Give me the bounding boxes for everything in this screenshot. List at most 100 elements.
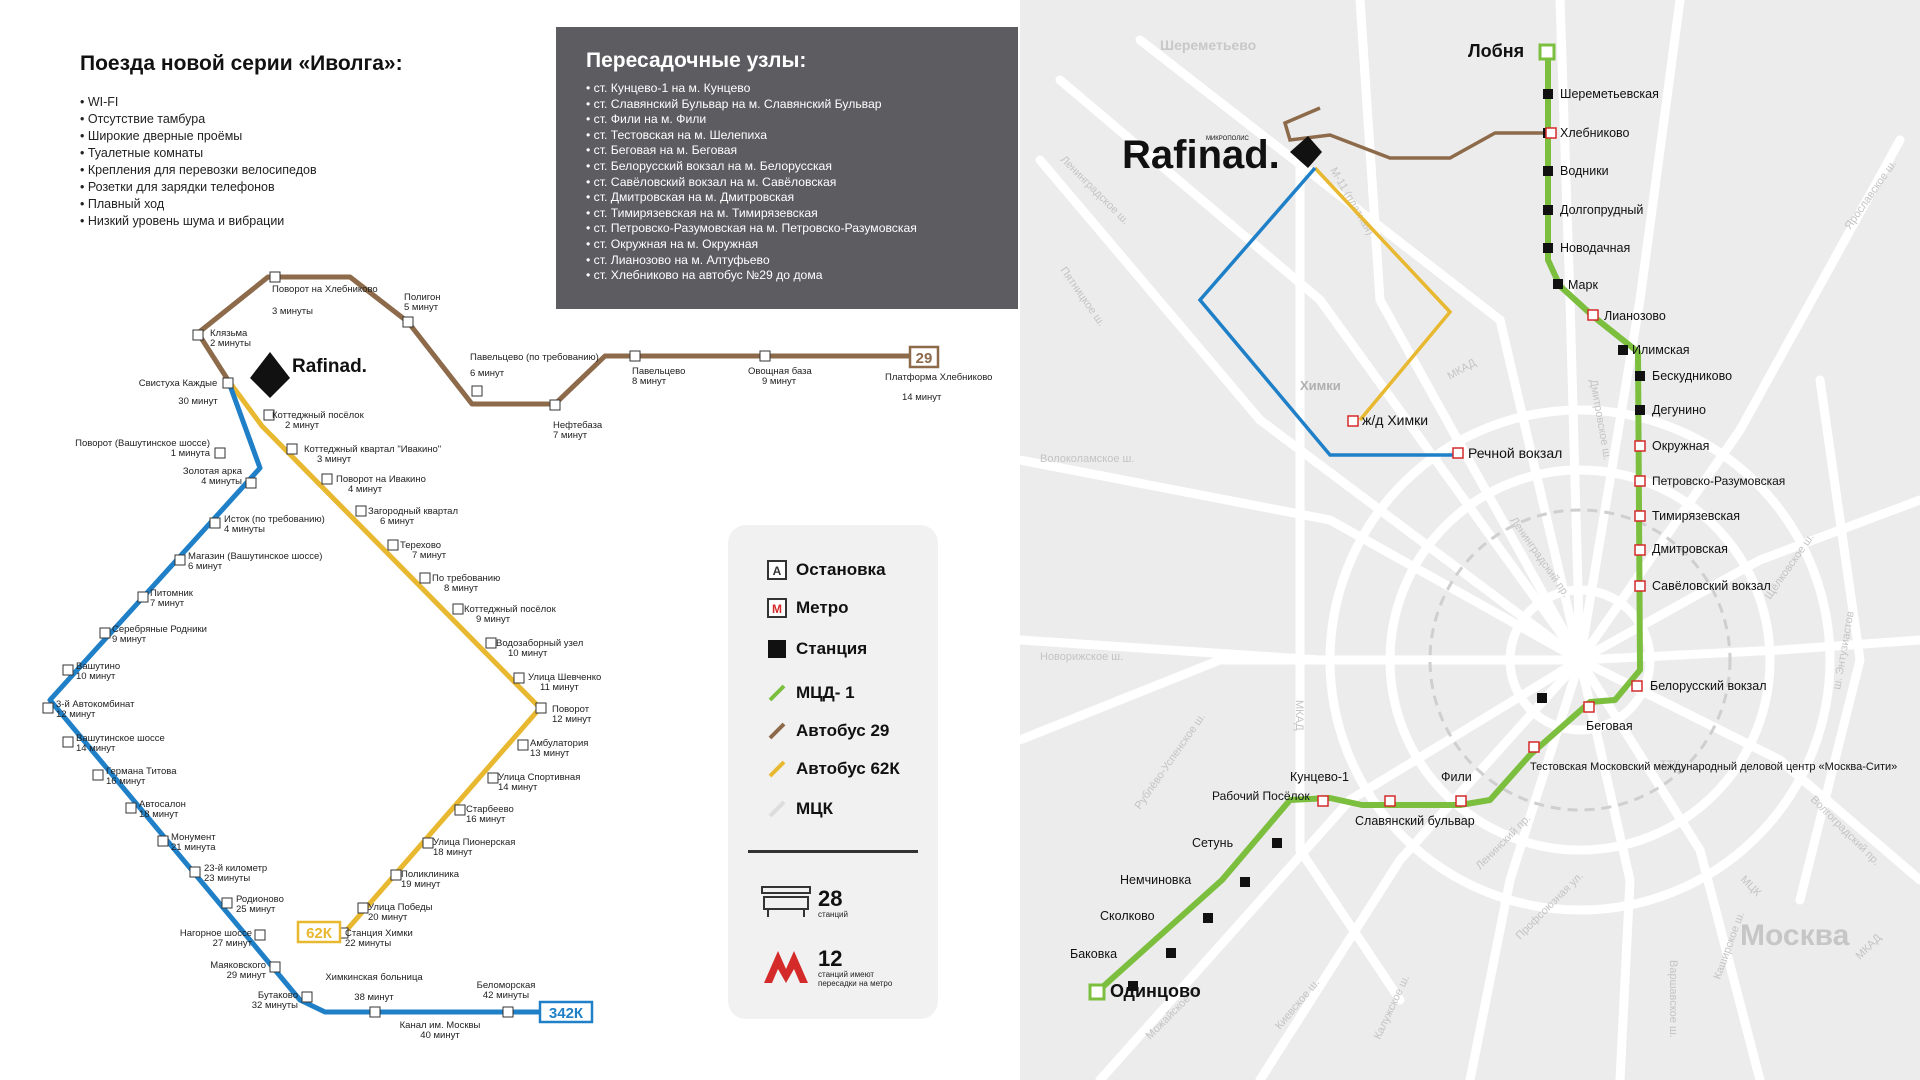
- legend-item: A Остановка: [766, 559, 886, 581]
- bus342k-stop-label: 23-й километр: [204, 863, 267, 874]
- bus342k-stop-time: 6 минут: [188, 561, 223, 572]
- logo-text: Rafinad.: [292, 356, 367, 377]
- line-mck-icon: [766, 798, 788, 820]
- road-label: МЦК: [1738, 874, 1764, 900]
- station-label: ж/д Химки: [1362, 412, 1428, 428]
- moscow-map: Шереметьево Химки Москва Ленинградское ш…: [1020, 0, 1920, 1080]
- stat-stations: 28 станций: [760, 883, 848, 924]
- bus62k-badge: [296, 920, 342, 944]
- features-item: Низкий уровень шума и вибрации: [80, 213, 540, 230]
- road-label: Рублёво-Успенское ш.: [1133, 711, 1208, 812]
- station-label: Тестовская Московский международный дело…: [1530, 761, 1897, 773]
- bus342k-stop-time: 4 минуты: [224, 524, 265, 535]
- bus62k-stop-label: Улица Победы: [368, 902, 433, 913]
- bus-route-diagram: 29 62К 342К Rafinad. Поворот на Хлебнико…: [42, 271, 992, 1041]
- bus62k-stop-time: 16 минут: [466, 814, 506, 825]
- transfers-item: ст. Кунцево-1 на м. Кунцево: [586, 81, 988, 97]
- legend-item: МЦК: [766, 798, 833, 820]
- bus62k-stop-label: Поликлиника: [401, 869, 460, 880]
- transfers-item: ст. Окружная на м. Окружная: [586, 237, 988, 253]
- bus342k-stop-label: Бутаково: [258, 990, 298, 1001]
- bus342k-stop-time: 4 минуты: [201, 476, 242, 487]
- bus62k-stop-label: Улица Пионерская: [433, 837, 515, 848]
- map-panel: Шереметьево Химки Москва Ленинградское ш…: [1020, 0, 1920, 1080]
- legend-label: МЦД- 1: [796, 683, 855, 702]
- metro-markers: [1317, 127, 1646, 807]
- bus342k-stop-time: 32 минуты: [252, 1000, 298, 1011]
- transfers-item: ст. Лианозово на м. Алтуфьево: [586, 253, 988, 269]
- bus342k-stop-time: 18 минут: [139, 809, 179, 820]
- bus62k-stop-label: Старбеево: [466, 804, 514, 815]
- bus62k-stop-label: Загородный квартал: [368, 506, 458, 517]
- transfers-title: Пересадочные узлы:: [586, 49, 807, 72]
- bus342k-stop-label: Магазин (Вашутинское шоссе): [188, 551, 322, 562]
- legend-item: Автобус 29: [766, 720, 889, 742]
- station-icon: [766, 638, 788, 660]
- mcd1-line: [1094, 52, 1643, 995]
- bus342k-stop-time: 23 минуты: [204, 873, 250, 884]
- station-label: Баковка: [1070, 947, 1117, 961]
- bus342k-stop-time: 1 минута: [171, 448, 211, 459]
- transfers-item: ст. Савёловский вокзал на м. Савёловская: [586, 175, 988, 191]
- station-label: Долгопрудный: [1560, 203, 1643, 217]
- mck-ring: [1428, 508, 1732, 812]
- bus62k-route-line: [225, 378, 543, 935]
- left-panel: Поезда новой серии «Иволга»: WI-FI Отсут…: [0, 0, 1020, 1080]
- bus342k-stop-label: Автосалон: [139, 799, 186, 810]
- bus29-stop-time: 7 минут: [553, 430, 588, 441]
- station-label: Кунцево-1: [1290, 770, 1349, 784]
- legend-divider: [748, 850, 918, 853]
- bus342k-stop-label: Канал им. Москвы: [400, 1020, 481, 1031]
- station-label: Хлебниково: [1560, 126, 1630, 140]
- legend-item: МЦД- 1: [766, 682, 855, 704]
- bus62k-stop-time: 10 минут: [508, 648, 548, 659]
- bus29-stop-label: Нефтебаза: [553, 420, 603, 431]
- road-label: Волоколамское ш.: [1040, 453, 1134, 465]
- bus342k-stop-label: Беломорская: [477, 980, 536, 991]
- bus342k-stop-time: 21 минута: [171, 842, 216, 853]
- road-label: Дмитровское ш.: [1587, 378, 1613, 461]
- bus29-stop-label: Овощная база: [748, 366, 812, 377]
- transfers-item: ст. Беговая на м. Беговая: [586, 143, 988, 159]
- bus62k-stop-time: 2 минут: [285, 420, 320, 431]
- transfers-item: ст. Тимирязевская на м. Тимирязевская: [586, 206, 988, 222]
- station-label: Сетунь: [1192, 836, 1233, 850]
- legend-label: Станция: [796, 639, 868, 658]
- svg-text:A: A: [773, 564, 782, 578]
- bus29-badge: [908, 345, 940, 369]
- bus29-stop-label: Павельцево: [632, 366, 685, 377]
- station-label: Савёловский вокзал: [1652, 579, 1771, 593]
- station-label: Дегунино: [1652, 403, 1706, 417]
- bus342k-stop-label: Поворот (Вашутинское шоссе): [75, 438, 210, 449]
- bus29-route-line: [195, 274, 935, 407]
- bus62k-stop-time: 13 минут: [530, 748, 570, 759]
- bus29-stop-time: 8 минут: [632, 376, 667, 387]
- bus62k-stop-time: 8 минут: [444, 583, 479, 594]
- road-label: МКАД: [1446, 357, 1479, 383]
- area-label: Химки: [1300, 378, 1341, 393]
- bus62k-badge-label: 62К: [306, 925, 333, 942]
- metro-icon: M: [766, 597, 788, 619]
- transfers-item: ст. Тестовская на м. Шелепиха: [586, 128, 988, 144]
- station-label: Бескудниково: [1652, 369, 1732, 383]
- bus342k-stop-label: Маяковского: [210, 960, 266, 971]
- bus62k-stop-time: 19 минут: [401, 879, 441, 890]
- map-logo-diamond: [1290, 136, 1322, 168]
- features-item: Розетки для зарядки телефонов: [80, 179, 540, 196]
- area-label: Москва: [1740, 919, 1850, 952]
- bus342k-stop-time: 25 минут: [236, 904, 276, 915]
- bus342k-badge-label: 342К: [549, 1005, 584, 1022]
- station-label: Водники: [1560, 164, 1609, 178]
- transfers-block: Пересадочные узлы: ст. Кунцево-1 на м. К…: [556, 27, 1018, 309]
- station-label: Беговая: [1586, 719, 1633, 733]
- bus342k-stop-label: Питомник: [150, 588, 194, 599]
- bus62k-stop-label: Поворот на Ивакино: [336, 474, 426, 485]
- bus342k-stop-time: 29 минут: [227, 970, 267, 981]
- stat-number: 28: [818, 886, 843, 911]
- legend-item: M Метро: [766, 597, 849, 619]
- logo-diamond: [250, 352, 290, 398]
- bus62k-stop-time: 3 минут: [317, 454, 352, 465]
- station-label: Белорусский вокзал: [1650, 679, 1767, 693]
- transfers-item: ст. Фили на м. Фили: [586, 112, 988, 128]
- station-labels: Лобня Шереметьевская Хлебниково Водники …: [1070, 41, 1897, 1001]
